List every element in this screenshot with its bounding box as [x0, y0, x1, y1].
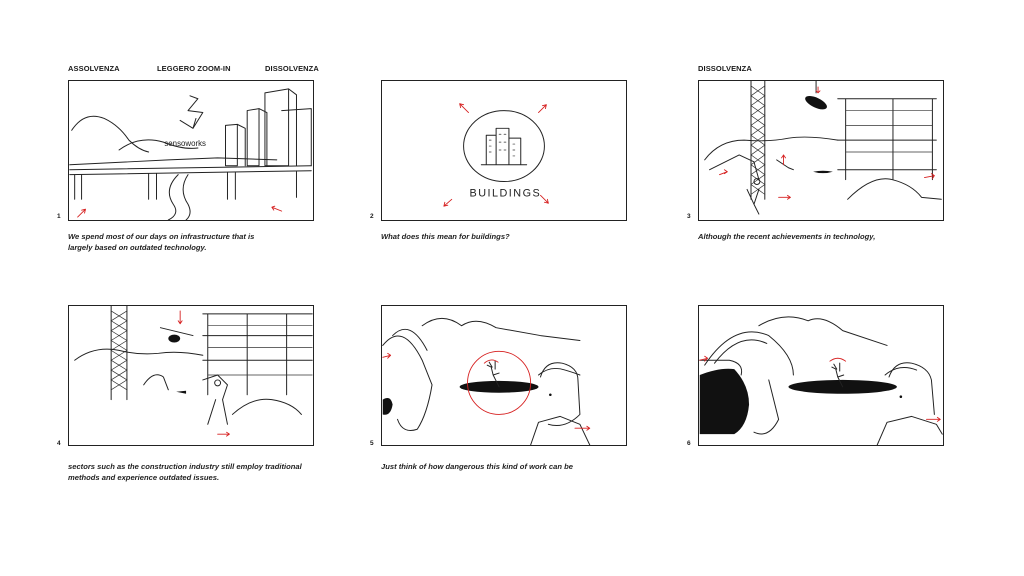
frame-caption-2: What does this mean for buildings?	[381, 231, 641, 242]
caption-line: We spend most of our days on infrastruct…	[68, 232, 255, 241]
frame-number-3: 3	[687, 213, 691, 220]
frame-number-1: 1	[57, 213, 61, 220]
sketch-hole-closeup	[699, 316, 943, 445]
transition-label-fade-in: ASSOLVENZA	[68, 64, 120, 73]
caption-line: methods and experience outdated issues.	[68, 473, 220, 482]
sketch-hole-danger	[382, 317, 591, 445]
sketch-buildings-icon: BUILDINGS	[443, 103, 549, 207]
sketch-construction-site	[704, 81, 942, 215]
storyboard-frame-3	[698, 80, 944, 221]
storyboard-frame-4	[68, 305, 314, 446]
transition-label-dissolve: DISSOLVENZA	[698, 64, 752, 73]
frame-number-2: 2	[370, 213, 374, 220]
caption-line: largely based on outdated technology.	[68, 243, 207, 252]
frame-caption-3: Although the recent achievements in tech…	[698, 231, 958, 242]
transition-label-fade-out: DISSOLVENZA	[265, 64, 319, 73]
frame-number-4: 4	[57, 440, 61, 447]
storyboard-frame-2: BUILDINGS	[381, 80, 627, 221]
sketch-construction-workers	[74, 306, 313, 437]
buildings-label: BUILDINGS	[469, 187, 541, 199]
sketch-city-bridge: sensoworks	[69, 88, 312, 220]
caption-line: Although the recent achievements in tech…	[698, 232, 876, 241]
frame-number-5: 5	[370, 440, 374, 447]
transition-label-zoom-in: LEGGERO ZOOM-IN	[157, 64, 231, 73]
storyboard-frame-5	[381, 305, 627, 446]
caption-line: sectors such as the construction industr…	[68, 462, 302, 471]
caption-line: Just think of how dangerous this kind of…	[381, 462, 573, 471]
sketch-logo-text: sensoworks	[164, 139, 206, 148]
storyboard-frame-1: sensoworks	[68, 80, 314, 221]
frame-caption-1: We spend most of our days on infrastruct…	[68, 231, 328, 253]
frame-number-6: 6	[687, 440, 691, 447]
storyboard-frame-6	[698, 305, 944, 446]
caption-line: What does this mean for buildings?	[381, 232, 510, 241]
frame-caption-4: sectors such as the construction industr…	[68, 461, 328, 483]
frame-caption-5: Just think of how dangerous this kind of…	[381, 461, 641, 472]
